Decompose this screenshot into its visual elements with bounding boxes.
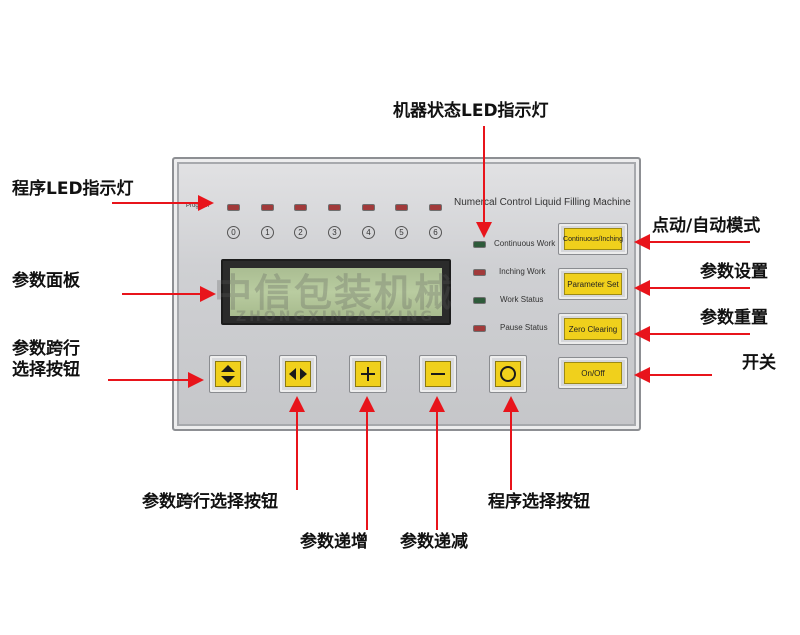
plus-icon (361, 367, 375, 381)
program-select-button[interactable] (489, 355, 527, 393)
power-switch-callout: 开关 (742, 353, 776, 373)
program-led-5 (396, 205, 407, 210)
status-led-pause (474, 326, 485, 331)
status-led-continuous (474, 242, 485, 247)
program-led-6 (430, 205, 441, 210)
param-decrease-callout: 参数递减 (400, 532, 468, 552)
continuous-inching-button-label: Continuous/Inching (563, 228, 623, 250)
status-label-work: Work Status (500, 295, 544, 304)
lcd-screen (230, 268, 442, 316)
program-number-6: 6 (429, 226, 442, 239)
row-select-left-right-button[interactable] (279, 355, 317, 393)
program-label: Program (186, 203, 210, 209)
program-select-callout: 程序选择按钮 (488, 492, 590, 512)
row-select-callout-line1: 参数跨行 (12, 339, 80, 359)
program-led-callout: 程序LED指示灯 (12, 179, 134, 199)
program-select-button-face (495, 361, 521, 387)
increase-button-face (355, 361, 381, 387)
program-number-1: 1 (261, 226, 274, 239)
left-right-arrows-icon (289, 368, 307, 380)
on-off-button[interactable]: On/Off (558, 357, 628, 389)
program-number-5: 5 (395, 226, 408, 239)
watermark-chinese: 中信包装机械 (214, 271, 455, 315)
program-number-0: 0 (227, 226, 240, 239)
zero-clearing-button[interactable]: Zero Clearing (558, 313, 628, 345)
program-led-0 (228, 205, 239, 210)
status-led-work (474, 298, 485, 303)
program-number-2: 2 (294, 226, 307, 239)
up-down-button-face (215, 361, 241, 387)
parameter-set-button[interactable]: Parameter Set (558, 268, 628, 300)
row-select-up-down-button[interactable] (209, 355, 247, 393)
increase-button[interactable] (349, 355, 387, 393)
program-led-2 (295, 205, 306, 210)
program-led-3 (329, 205, 340, 210)
left-right-button-face (285, 361, 311, 387)
watermark-english: ZHONGXINPACKING (236, 309, 436, 325)
minus-icon (431, 373, 445, 375)
panel-callout: 参数面板 (12, 271, 80, 291)
row-select-callout-line2: 选择按钮 (12, 360, 80, 380)
parameter-set-button-label: Parameter Set (564, 273, 622, 295)
up-down-arrows-icon (221, 365, 235, 383)
param-increase-callout: 参数递增 (300, 532, 368, 552)
machine-led-callout: 机器状态LED指示灯 (393, 101, 549, 121)
on-off-button-label: On/Off (564, 362, 622, 384)
param-reset-callout: 参数重置 (700, 308, 768, 328)
circle-icon (500, 366, 516, 382)
program-number-4: 4 (362, 226, 375, 239)
program-led-1 (262, 205, 273, 210)
zero-clearing-button-label: Zero Clearing (564, 318, 622, 340)
lcd-display (221, 259, 451, 325)
param-set-callout: 参数设置 (700, 262, 768, 282)
decrease-button[interactable] (419, 355, 457, 393)
control-panel: Numercal Control Liquid Filling Machine … (172, 157, 641, 431)
status-label-inching: Inching Work (499, 267, 546, 276)
program-number-3: 3 (328, 226, 341, 239)
program-led-4 (363, 205, 374, 210)
row-select-bottom-callout: 参数跨行选择按钮 (142, 492, 278, 512)
inching-mode-callout: 点动/自动模式 (652, 216, 761, 236)
panel-title: Numercal Control Liquid Filling Machine (454, 197, 631, 208)
status-label-pause: Pause Status (500, 323, 548, 332)
status-led-inching (474, 270, 485, 275)
status-label-continuous: Continuous Work (494, 239, 556, 248)
decrease-button-face (425, 361, 451, 387)
continuous-inching-button[interactable]: Continuous/Inching (558, 223, 628, 255)
